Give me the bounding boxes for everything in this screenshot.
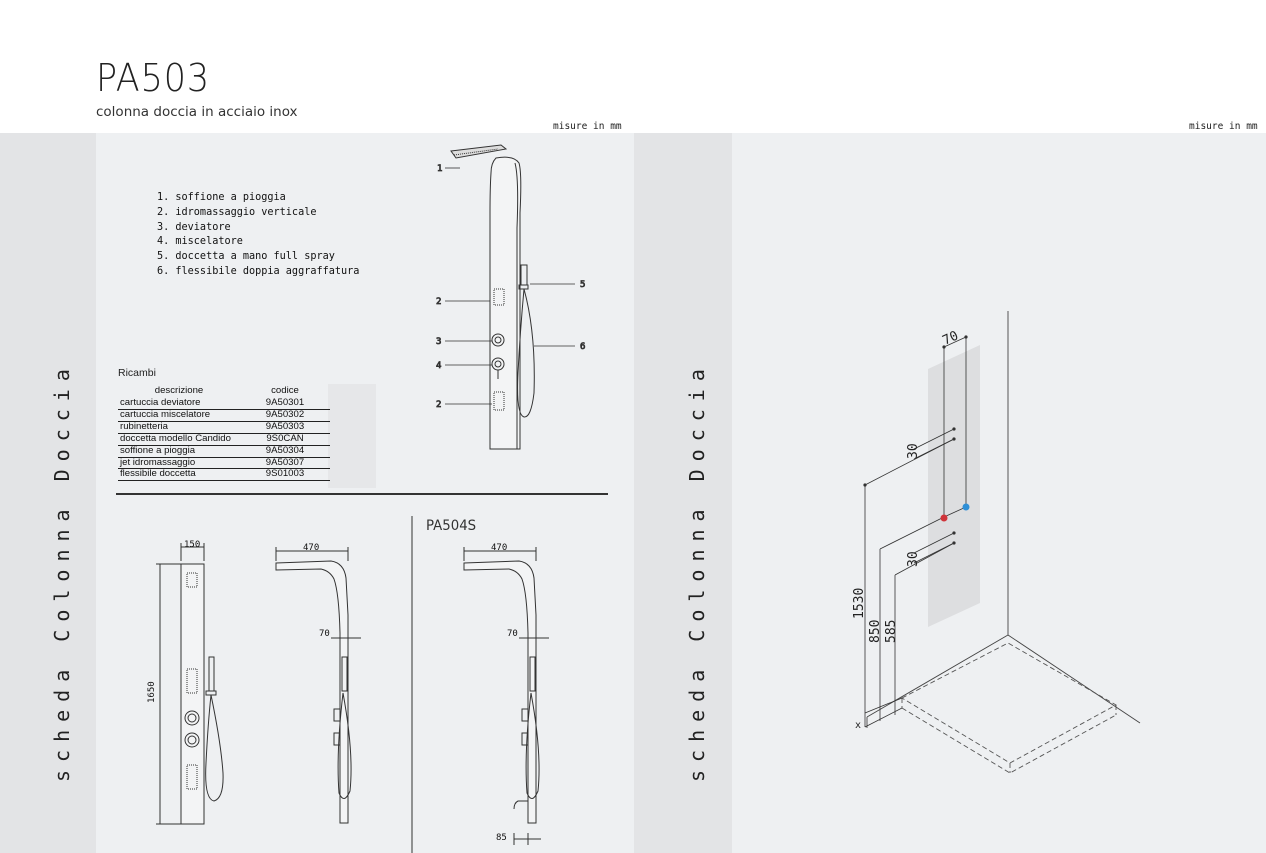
front-view-labels: 150 1650 <box>147 540 200 703</box>
dim-offset-70: 70 <box>319 629 330 639</box>
sidebar-label-right: scheda Colonna Doccia <box>685 361 709 782</box>
dim-width-150: 150 <box>184 540 200 550</box>
part-code: 9A50304 <box>240 445 330 458</box>
part-description: cartuccia miscelatore <box>118 409 240 422</box>
right-sidebar <box>634 133 732 853</box>
left-sidebar <box>0 133 96 853</box>
dimension-points <box>863 335 968 545</box>
part-code: 9S0CAN <box>240 433 330 446</box>
left-technical-drawings: 1 2 3 4 2 5 6 150 1650 <box>116 144 608 853</box>
callout-2a: 2 <box>436 297 441 307</box>
origin-x: x <box>855 720 861 731</box>
column-footprint <box>928 345 980 627</box>
dimension-lines <box>864 336 967 728</box>
units-label-left: misure in mm <box>553 121 622 132</box>
part-description: jet idromassaggio <box>118 457 240 470</box>
legend-item: 3. deviatore <box>157 221 231 233</box>
front-view-drawing <box>156 543 224 825</box>
sidebar-label-left: scheda Colonna Doccia <box>50 361 74 782</box>
part-description: doccetta modello Candido <box>118 433 240 446</box>
legend-item: 4. miscelatore <box>157 236 243 248</box>
legend-item: 6. flessibile doppia aggraffatura <box>157 265 360 277</box>
header-descrizione: descrizione <box>154 385 204 396</box>
right-panel <box>732 133 1266 853</box>
legend-item: 2. idromassaggio verticale <box>157 206 317 218</box>
side-view-pa504s-labels: 470 70 85 <box>491 543 518 843</box>
part-description: cartuccia deviatore <box>118 397 240 410</box>
installation-diagram: 70 30 30 1530 850 585 x <box>852 311 1141 774</box>
callout-5: 5 <box>580 280 585 290</box>
callout-1: 1 <box>437 164 442 174</box>
page-title: PA503 <box>96 56 211 100</box>
cold-water-inlet <box>962 503 970 511</box>
model-2-label: PA504S <box>426 518 477 534</box>
units-label-right: misure in mm <box>1189 121 1258 132</box>
dim-spacing-30-top: 30 <box>906 443 921 459</box>
dim-depth-470-b: 470 <box>491 543 507 553</box>
callout-3: 3 <box>436 337 441 347</box>
dim-height-1530: 1530 <box>852 588 867 619</box>
part-code: 9A50307 <box>240 457 330 470</box>
part-code: 9S01003 <box>240 469 330 482</box>
part-code: 9A50303 <box>240 421 330 434</box>
dim-height-585: 585 <box>884 620 899 643</box>
part-description: rubinetteria <box>118 421 240 434</box>
callout-4: 4 <box>436 361 441 371</box>
shower-tray <box>901 642 1117 774</box>
dim-width-70: 70 <box>940 328 961 348</box>
dim-depth-470: 470 <box>303 543 319 553</box>
callouts: 1 2 3 4 2 5 6 <box>436 164 586 411</box>
dim-spout-85: 85 <box>496 833 507 843</box>
ricambi-title: Ricambi <box>118 367 156 379</box>
callout-2b: 2 <box>436 400 441 410</box>
legend-item: 1. soffione a pioggia <box>157 192 286 203</box>
callout-6: 6 <box>580 342 585 352</box>
header-codice: codice <box>271 385 299 396</box>
room-corner <box>866 311 1141 728</box>
installation-labels: 70 30 30 1530 850 585 x <box>852 328 961 731</box>
side-view-labels: 470 70 <box>303 543 330 639</box>
dim-height-1650: 1650 <box>147 681 157 703</box>
part-description: flessibile doccetta <box>118 469 240 482</box>
legend-item: 5. doccetta a mano full spray <box>157 251 335 263</box>
side-view-pa504s-drawing <box>463 547 549 845</box>
page-subtitle: colonna doccia in acciaio inox <box>96 104 298 120</box>
column-main-drawing <box>450 144 535 450</box>
table-shadow <box>328 384 376 488</box>
part-description: soffione a pioggia <box>118 445 240 458</box>
hot-water-inlet <box>940 514 948 522</box>
part-code: 9A50302 <box>240 409 330 422</box>
part-code: 9A50301 <box>240 397 330 410</box>
side-view-drawing <box>275 547 361 824</box>
dim-offset-70-b: 70 <box>507 629 518 639</box>
component-legend: 1. soffione a pioggia 2. idromassaggio v… <box>157 191 359 280</box>
dim-height-850: 850 <box>868 620 883 643</box>
dim-spacing-30-bottom: 30 <box>906 551 921 567</box>
